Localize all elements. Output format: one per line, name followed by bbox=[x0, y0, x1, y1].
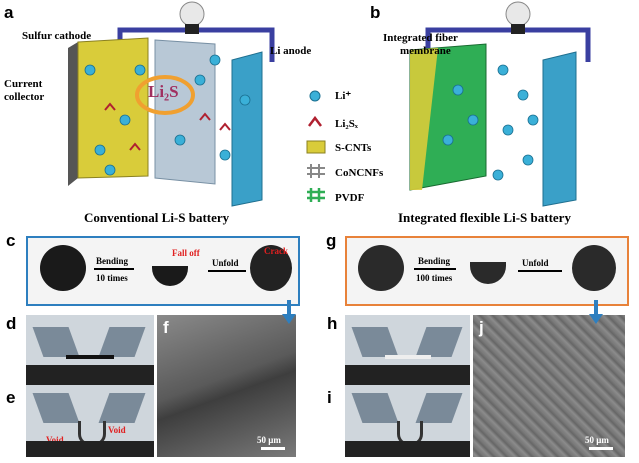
g-times-label: 100 times bbox=[416, 273, 453, 283]
g-unfold-label: Unfold bbox=[522, 258, 549, 268]
g-arrow-2 bbox=[518, 270, 562, 272]
e-void-right: Void bbox=[108, 425, 126, 435]
panel-f-sem: f 50 μm bbox=[157, 315, 296, 457]
electrode-after-cracked bbox=[250, 245, 292, 291]
panel-label-a: a bbox=[4, 3, 14, 22]
bulb-icon bbox=[505, 1, 531, 27]
c-arrow-1 bbox=[94, 268, 134, 270]
circuit-wire bbox=[425, 27, 591, 62]
base-block bbox=[26, 441, 154, 457]
legend-li2sx: Li₂Sₓ bbox=[335, 118, 358, 130]
c-unfold-label: Unfold bbox=[212, 258, 239, 268]
clamp-right bbox=[98, 393, 146, 423]
c-arrow-2 bbox=[208, 270, 246, 272]
f-link-arrow bbox=[282, 300, 296, 324]
base-block bbox=[345, 441, 470, 457]
li-anode bbox=[542, 51, 577, 207]
g-electrode-before bbox=[358, 245, 404, 291]
membrane-label: membrane bbox=[400, 45, 451, 57]
current-collector bbox=[68, 42, 78, 186]
g-electrode-after bbox=[572, 245, 616, 291]
clamp-left bbox=[32, 393, 80, 423]
legend-concnfs: CoNCNFs bbox=[335, 167, 384, 179]
panel-h: h bbox=[327, 315, 470, 385]
pvdf-icon bbox=[307, 188, 325, 202]
panel-label-c: c bbox=[6, 231, 16, 250]
panel-a-caption: Conventional Li-S battery bbox=[84, 210, 230, 225]
sample-strip bbox=[66, 355, 114, 359]
j-scalebar bbox=[589, 447, 613, 450]
sulfur-cathode-label: Sulfur cathode bbox=[22, 30, 92, 42]
base-block bbox=[345, 365, 470, 385]
e-void-left: Void bbox=[46, 435, 64, 445]
bulb-icon bbox=[179, 1, 205, 27]
shuttle-arrows bbox=[135, 75, 195, 115]
panel-b-caption: Integrated flexible Li-S battery bbox=[398, 210, 571, 225]
panel-label-b: b bbox=[370, 3, 381, 22]
panel-label-g: g bbox=[326, 231, 337, 250]
electrode-before bbox=[40, 245, 86, 291]
panel-label-j: j bbox=[479, 318, 484, 337]
li-ion-icon bbox=[309, 90, 321, 102]
panel-label-h: h bbox=[327, 314, 338, 333]
f-scalebar-label: 50 μm bbox=[257, 435, 281, 445]
clamp-left bbox=[351, 393, 399, 423]
li-anode bbox=[231, 51, 263, 207]
legend-li-ion: Li⁺ bbox=[335, 90, 352, 102]
li2s-label: Li₂S bbox=[148, 82, 179, 101]
f-scalebar bbox=[261, 447, 285, 450]
base-block bbox=[26, 365, 154, 385]
legend-swatches bbox=[306, 90, 326, 202]
c-bending-label: Bending bbox=[96, 256, 129, 266]
clamp-left bbox=[351, 327, 399, 357]
clamp-right bbox=[415, 393, 463, 423]
clamp-right bbox=[98, 327, 146, 357]
panel-label-d: d bbox=[6, 314, 17, 333]
legend-pvdf: PVDF bbox=[335, 192, 365, 204]
panel-label-e: e bbox=[6, 388, 16, 407]
g-electrode-bent bbox=[470, 262, 506, 284]
electrode-bent bbox=[152, 266, 188, 286]
panel-label-f: f bbox=[163, 318, 169, 337]
integrated-fiber-label: Integrated fiber bbox=[383, 32, 458, 44]
j-scalebar-label: 50 μm bbox=[585, 435, 609, 445]
conventional-battery-diagram bbox=[68, 1, 275, 207]
concnfs-icon bbox=[307, 164, 325, 178]
li-anode-label: Li anode bbox=[270, 45, 312, 57]
j-link-arrow bbox=[589, 300, 603, 324]
current-label: Current bbox=[4, 78, 43, 90]
clamp-right bbox=[415, 327, 463, 357]
legend-s-cnts: S-CNTs bbox=[335, 142, 372, 154]
panel-j-sem: j 50 μm bbox=[473, 315, 625, 457]
collector-label: collector bbox=[4, 91, 45, 103]
s-cnts-swatch bbox=[306, 140, 326, 154]
panel-i: i bbox=[327, 385, 470, 457]
panel-e: e Void Void bbox=[6, 385, 154, 457]
g-arrow-1 bbox=[414, 268, 456, 270]
sample-strip bbox=[385, 355, 431, 359]
c-crack-label: Crack bbox=[264, 246, 288, 256]
panel-label-i: i bbox=[327, 388, 332, 407]
g-bending-label: Bending bbox=[418, 256, 451, 266]
cathode-layer bbox=[410, 48, 438, 190]
integrated-battery-diagram bbox=[409, 1, 591, 207]
polysulfide-icon bbox=[308, 115, 322, 127]
c-fall-off-label: Fall off bbox=[172, 248, 200, 258]
panel-d: d bbox=[6, 315, 154, 385]
c-times-label: 10 times bbox=[96, 273, 128, 283]
clamp-left bbox=[32, 327, 80, 357]
